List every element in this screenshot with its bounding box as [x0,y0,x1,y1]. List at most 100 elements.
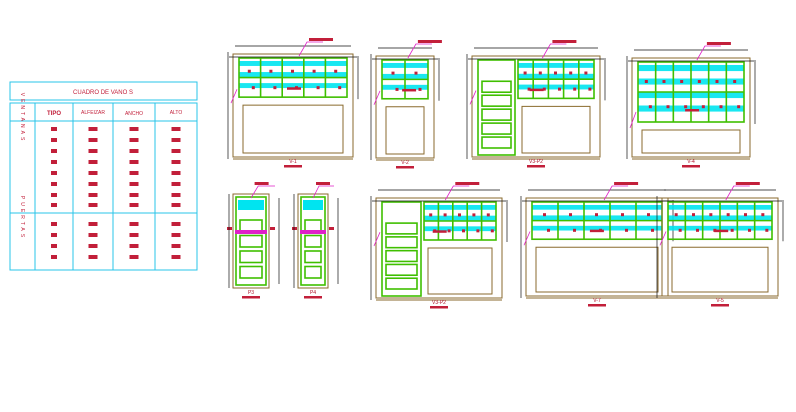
table-cell-mark [88,160,98,164]
table-cell-mark [88,149,98,153]
wall-outline [375,55,435,161]
dimension-lines [370,189,508,300]
leader-line [230,89,238,104]
leader-line [373,90,381,105]
sill-panel [427,247,493,295]
wall-outline [471,55,601,160]
table-cell-mark [51,255,57,259]
table-cell-mark [88,233,98,237]
elevation-v4 [626,42,756,168]
table-cell-mark [51,127,57,131]
hardware-mark [588,87,592,91]
hardware-mark [486,213,490,217]
door-leaf [235,196,267,286]
wall-frame [375,55,435,159]
table-cell-mark [171,127,181,131]
table-cell-mark [129,255,139,259]
leader-line [629,111,637,129]
hardware-mark [312,69,316,73]
leader-line [603,185,629,201]
hardware-mark [697,80,701,83]
tag-bar [589,229,604,233]
elevation-label: V-5 [716,298,724,304]
elevation-label: V-2 [401,160,409,166]
elevation-label: V-7 [593,298,601,304]
table-cell-mark [129,244,139,248]
door-panel [239,250,263,264]
header-ancho: ANCHO [125,111,143,117]
leader-line [725,185,750,201]
table-title: CUADRO DE VANO S [73,90,133,96]
hardware-mark [490,229,494,233]
table-cell-mark [51,149,57,153]
hardware-mark [680,80,684,83]
glass-band [518,63,594,68]
sill-panel [521,105,591,154]
door-panel [304,234,322,248]
elevation-v3-p2-top [466,40,606,168]
hardware-mark [329,227,334,230]
hardware-mark [674,213,678,217]
table-cell-mark [171,149,181,153]
hardware-mark [737,105,741,109]
hardware-mark [666,105,670,109]
hardware-mark [247,69,251,73]
elevation-v3-p2-bottom [370,182,508,309]
door-panel [481,136,512,149]
hardware-mark [625,228,628,232]
wall-frame [525,197,669,297]
leader-line [444,185,470,201]
table-cell-mark [129,222,139,226]
table-cell-mark [88,127,98,131]
label-underline [527,165,545,168]
door-leaf [477,59,516,156]
wall-outline [232,53,354,160]
table-cell-mark [51,171,57,175]
wall-outline [661,197,779,299]
table-cell-mark [171,203,181,207]
door-panel [481,108,512,121]
elevation-v7 [520,182,674,307]
hardware-mark [227,227,232,230]
tag-bar [714,229,729,233]
door-panel [385,277,418,290]
header-tipo: TIPO [47,111,61,117]
door-jamb [232,193,270,289]
tag-bar [706,42,731,45]
hardware-mark [251,86,255,90]
header-alto: ALTO [170,110,183,116]
table-cell-marks [51,127,181,259]
table-cell-mark [129,233,139,237]
hardware-mark [334,69,338,73]
glass-band [239,72,347,78]
elevation-label: P3 [248,290,254,296]
table-cell-mark [129,182,139,186]
leader-line [696,45,721,61]
hardware-mark [744,213,747,217]
door-panel [385,236,418,249]
window-frame [381,59,429,100]
hardware-mark [292,227,297,230]
hardware-mark [443,213,447,217]
door-frame [300,196,326,286]
door-panel [385,249,418,263]
hardware-mark [730,228,734,232]
hardware-mark [701,105,705,109]
dimension-lines [466,47,606,159]
glass-band [518,73,594,79]
table-cell-mark [88,244,98,248]
wall-frame [661,197,779,297]
hardware-mark [395,87,399,91]
glass-band [424,226,496,232]
dimension-lines [227,45,359,159]
elevation-label: V3-P2 [432,300,446,306]
table-cell-mark [129,138,139,142]
hardware-mark [429,213,433,217]
window-frame [667,201,773,241]
hardware-mark [462,229,465,233]
hardware-mark [542,87,546,91]
hardware-mark [678,228,682,232]
hardware-mark [584,71,588,75]
leader-line [407,43,432,59]
